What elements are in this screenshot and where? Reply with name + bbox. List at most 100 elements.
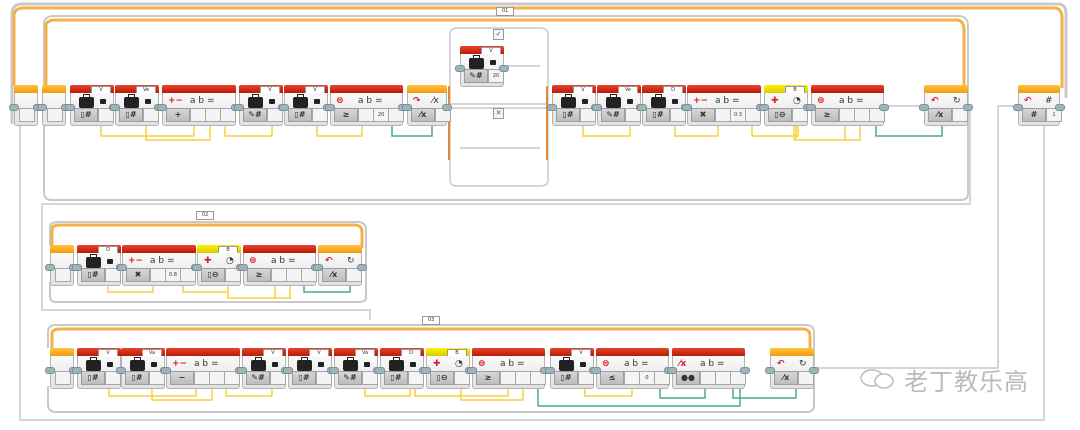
input-plug[interactable] [358,108,374,122]
variable-block[interactable]: V▯# [547,85,601,126]
input-plug[interactable] [715,371,731,385]
input-plug[interactable] [271,268,287,282]
input-plug[interactable] [515,371,531,385]
input-plug[interactable] [286,268,302,282]
mode-selector[interactable]: ▯# [646,108,670,122]
mode-selector[interactable]: ⁄x [774,371,798,385]
math-block[interactable]: +− a b =− [161,348,245,389]
mode-selector[interactable]: ⁄x [928,108,952,122]
input-plug[interactable] [745,108,761,122]
input-plug[interactable] [839,108,855,122]
input-plug[interactable] [312,108,328,122]
input-plug[interactable] [149,371,165,385]
mode-selector[interactable]: ●● [676,371,700,385]
mode-selector[interactable]: ≤ [600,371,624,385]
input-plug[interactable] [952,108,968,122]
math-block[interactable]: +− a b =✖0.8 [117,245,201,286]
mode-selector[interactable]: ▯# [119,108,143,122]
variable-block[interactable]: D▯# [637,85,691,126]
input-plug[interactable] [654,371,670,385]
input-plug[interactable]: 20 [373,108,389,122]
input-plug[interactable] [346,268,362,282]
mode-selector[interactable]: ✎# [601,108,625,122]
input-plug[interactable] [225,268,241,282]
input-plug[interactable] [209,371,225,385]
mode-selector[interactable]: ▯# [74,108,98,122]
mode-selector[interactable]: ▯# [292,371,316,385]
motor-rotation-block[interactable]: B✚◔▯⊖ [192,245,246,286]
mode-selector[interactable]: ≥ [247,268,271,282]
input-plug[interactable] [624,371,640,385]
loop-start-block[interactable] [37,85,71,126]
mode-selector[interactable]: ▯# [125,371,149,385]
variable-block[interactable]: V▯# [545,348,599,389]
mode-selector[interactable]: ▯⊖ [768,108,792,122]
loop-start-block[interactable] [45,348,79,389]
mode-selector[interactable]: ▯# [288,108,312,122]
input-plug[interactable] [270,371,286,385]
variable-block[interactable]: D▯# [72,245,126,286]
input-plug[interactable] [798,371,814,385]
input-plug[interactable] [869,108,885,122]
switch-case-true-tab[interactable]: ✓ [493,29,504,40]
variable-block[interactable]: D▯# [375,348,429,389]
input-plug[interactable] [190,108,206,122]
mode-selector[interactable]: ≥ [815,108,839,122]
loop-count-end-block[interactable]: ↶##1 [1013,85,1065,126]
input-plug[interactable] [408,371,424,385]
mode-selector[interactable]: ⁄x [411,108,435,122]
variable-block[interactable]: V✎#20 [455,46,509,87]
switch-case-false-tab[interactable]: ✕ [493,108,504,119]
mode-selector[interactable]: ✎# [464,69,488,83]
mode-selector[interactable]: # [1022,108,1046,122]
input-plug[interactable] [454,371,470,385]
compare-block[interactable]: ⊜a b =≥20 [325,85,408,126]
mode-selector[interactable]: ▯# [554,371,578,385]
mode-selector[interactable]: ≥ [334,108,358,122]
input-plug[interactable] [105,268,121,282]
input-plug[interactable] [854,108,870,122]
loop-label-01[interactable]: 01 [496,7,515,16]
motor-rotation-block[interactable]: B✚◔▯⊖ [759,85,813,126]
input-plug[interactable] [578,371,594,385]
variable-block[interactable]: Ve▯# [110,85,164,126]
variable-block[interactable]: Ve✎# [592,85,646,126]
loop-label-03[interactable]: 03 [422,316,441,325]
input-plug[interactable] [220,108,236,122]
mode-selector[interactable]: ▯# [384,371,408,385]
input-plug[interactable] [105,371,121,385]
input-plug[interactable] [224,371,240,385]
mode-selector[interactable]: − [170,371,194,385]
motor-rotation-block[interactable]: B✚◔▯⊖ [421,348,475,389]
input-plug[interactable]: 0 [639,371,655,385]
mode-selector[interactable]: ▯⊖ [201,268,225,282]
input-plug[interactable] [670,108,686,122]
math-block[interactable]: +− a b =+ [157,85,241,126]
input-plug[interactable] [530,371,546,385]
input-plug[interactable] [205,108,221,122]
mode-selector[interactable]: ▯# [81,371,105,385]
compare-block[interactable]: ⊜a b =≤0 [591,348,674,389]
loop-label-02[interactable]: 02 [196,211,215,220]
variable-block[interactable]: V✎# [237,348,291,389]
mode-selector[interactable]: ✖ [691,108,715,122]
input-plug[interactable] [143,108,159,122]
variable-block[interactable]: V▯# [279,85,333,126]
input-plug[interactable] [316,371,332,385]
mode-selector[interactable]: ⁄x [322,268,346,282]
input-plug[interactable] [194,371,210,385]
loop-end-block[interactable]: ↶↻⁄x [919,85,973,126]
loop-start-block[interactable] [45,245,79,286]
input-plug[interactable] [98,108,114,122]
mode-selector[interactable]: ▯# [556,108,580,122]
input-plug[interactable] [792,108,808,122]
loop-end-block[interactable]: ↶↻⁄x [313,245,367,286]
input-plug[interactable] [301,268,317,282]
mode-selector[interactable]: ✎# [338,371,362,385]
mode-selector[interactable]: ✎# [243,108,267,122]
input-plug[interactable] [500,371,516,385]
compare-block[interactable]: ⊜a b =≥ [806,85,889,126]
mode-selector[interactable]: ✖ [126,268,150,282]
mode-selector[interactable]: ≥ [476,371,500,385]
